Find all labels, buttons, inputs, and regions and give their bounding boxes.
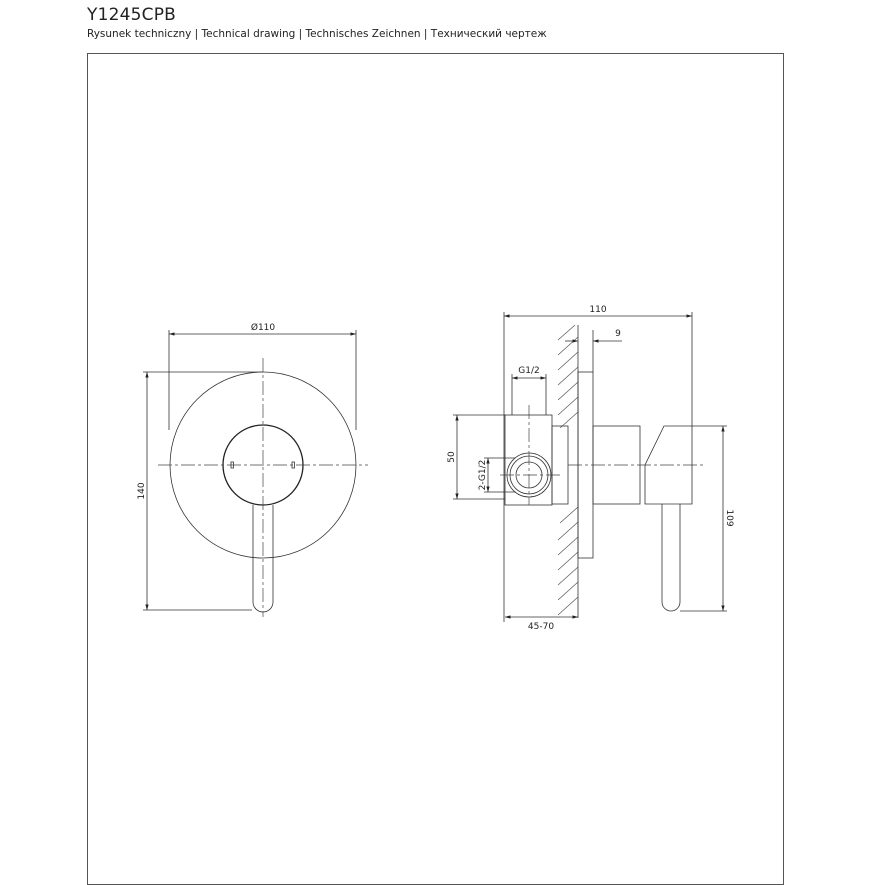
flange [551,425,569,505]
side-view: 9 110 G1/2 50 2-G1/2 45-70 109 [447,305,734,632]
dim-thread: G1/2 [518,366,539,376]
dim-body-height: 50 [447,451,457,463]
front-view: Ø110 140 [137,322,368,617]
drawing-subtitle: Rysunek techniczny | Technical drawing |… [87,28,547,40]
wall-hatch [557,324,579,616]
product-code: Y1245CPB [87,5,177,25]
dim-height: 140 [137,482,147,499]
handle-body [644,425,693,505]
dim-handle-height: 109 [724,509,734,526]
dim-depth: 110 [589,305,606,315]
dim-outlet: 2-G1/2 [478,460,488,491]
dim-wall: 45-70 [528,622,554,632]
dim-plate: 9 [615,329,621,339]
lever-side [661,504,681,612]
dim-diameter: Ø110 [251,322,276,333]
